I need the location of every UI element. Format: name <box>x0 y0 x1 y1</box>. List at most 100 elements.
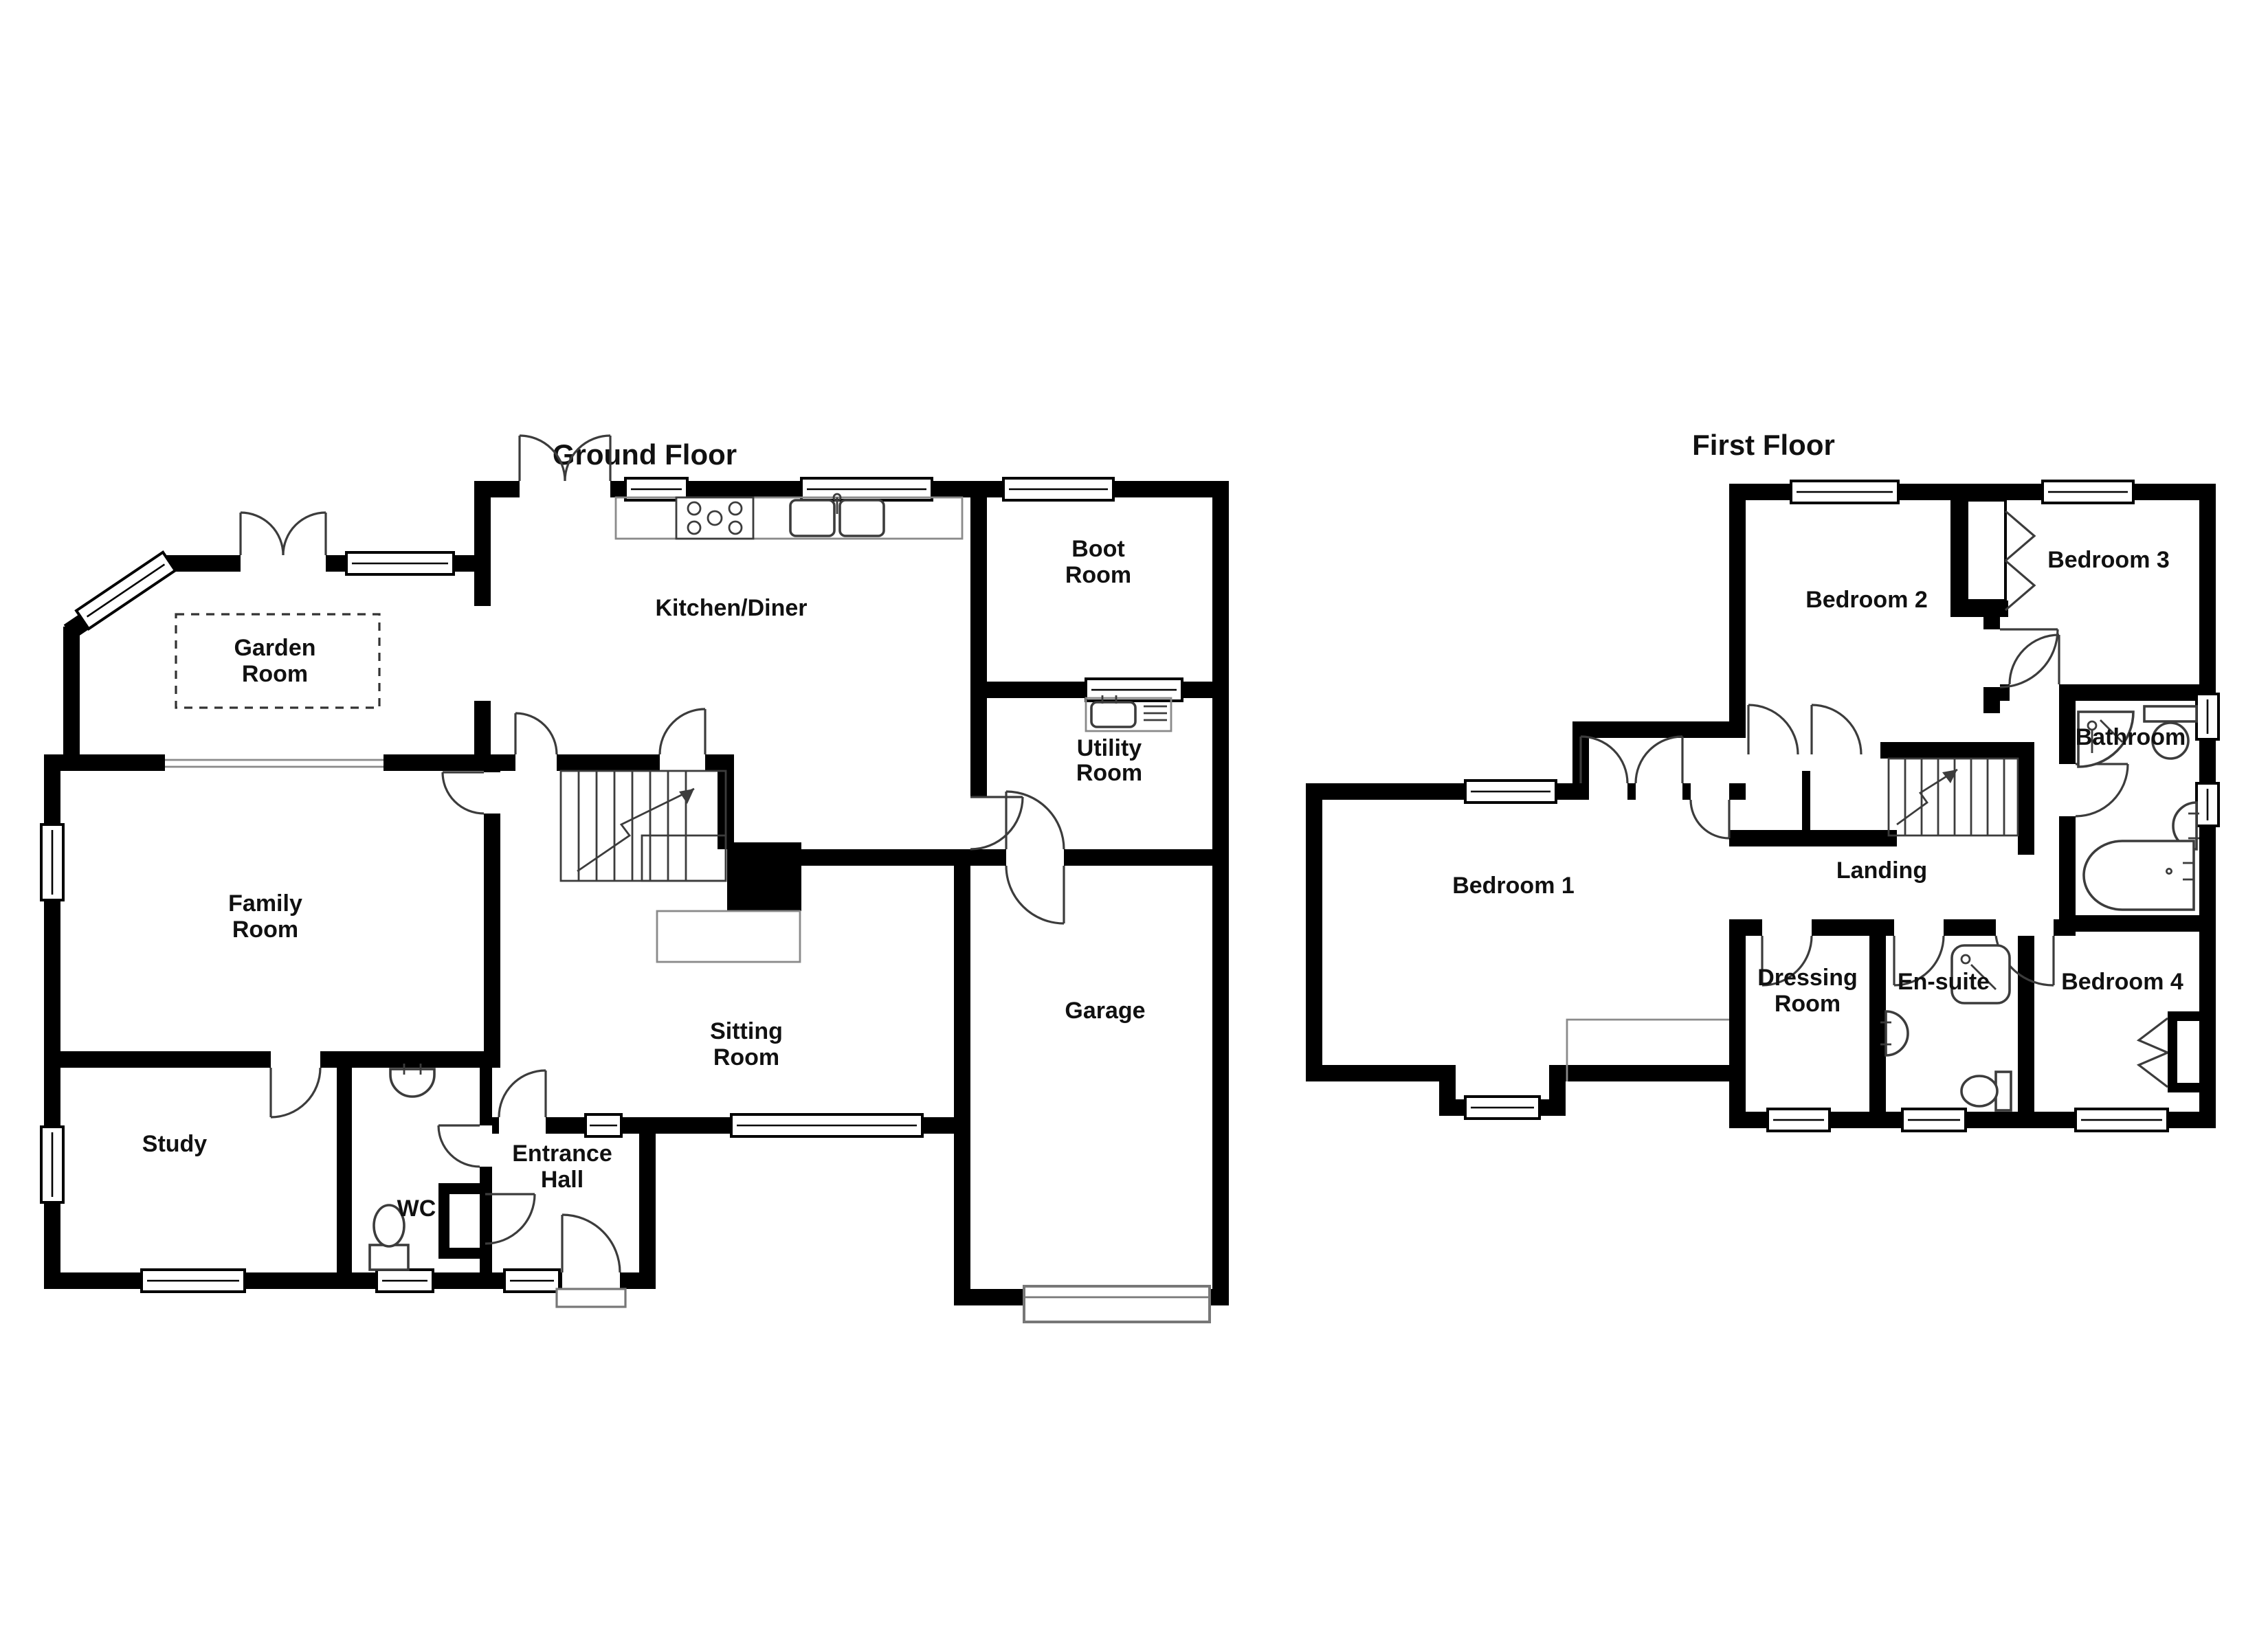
basin-icon <box>389 1064 436 1098</box>
window-icon <box>2041 480 2135 504</box>
garden-room-dashed-outline <box>175 613 381 709</box>
door-icon <box>658 708 707 755</box>
ground-floor-plan: Ground Floor <box>40 434 1229 1323</box>
ground-floor-doors <box>239 434 1065 1273</box>
room-label-landing: Landing <box>1836 857 1927 884</box>
shower-icon <box>1950 944 2011 1005</box>
door-icon <box>1761 935 1813 987</box>
room-label-en-suite: En-suite <box>1898 969 1990 995</box>
window-icon <box>2195 693 2220 741</box>
closet-door-icon <box>2136 1017 2168 1088</box>
cupboard <box>1966 499 2007 602</box>
bath-icon <box>2082 840 2195 911</box>
first-floor-labels: Bedroom 2 Bedroom 3 Bathroom Bedroom 1 L… <box>1452 547 2186 1017</box>
ceiling-line <box>1566 1018 1729 1081</box>
bifold-door-icon <box>2004 510 2036 612</box>
first-floor-plan: First Floor <box>1306 429 2220 1132</box>
front-door-sill <box>555 1288 627 1308</box>
double-door-icon <box>239 511 327 556</box>
first-floor-walls <box>1306 484 2216 1128</box>
front-door-icon <box>561 1213 621 1273</box>
room-label-utility-room-2: Room <box>1076 760 1142 786</box>
stairs-icon <box>1887 757 2019 837</box>
room-label-boot-room-2: Room <box>1065 562 1131 588</box>
door-icon <box>437 1124 480 1168</box>
door-icon <box>970 796 1024 851</box>
bay-window-icon <box>1464 1095 1541 1120</box>
ground-floor-walls <box>44 481 1229 1305</box>
door-icon <box>269 1067 322 1119</box>
stairs-icon <box>559 770 727 882</box>
room-label-bathroom: Bathroom <box>2076 724 2186 750</box>
room-label-bedroom-3: Bedroom 3 <box>2047 547 2170 573</box>
window-icon <box>1464 779 1557 804</box>
door-icon <box>1005 790 1065 925</box>
door-icon <box>2008 633 2060 685</box>
first-floor-doors <box>1579 510 2168 1088</box>
window-icon <box>1002 477 1115 502</box>
window-icon <box>1901 1108 1967 1132</box>
room-label-garden-room: Garden <box>234 635 315 661</box>
window-icon <box>2195 782 2220 827</box>
hob-icon <box>675 496 755 540</box>
ground-floor-labels: Garden Room Kitchen/Diner Boot Room Util… <box>142 536 1146 1222</box>
window-icon <box>2074 1108 2169 1132</box>
door-icon <box>441 771 485 815</box>
garage-door-icon <box>1023 1285 1211 1323</box>
hearth <box>656 910 801 963</box>
kitchen-counter <box>614 496 964 540</box>
window-icon <box>730 1113 924 1138</box>
window-icon <box>40 1125 65 1204</box>
room-label-entrance-hall-2: Hall <box>541 1167 583 1193</box>
window-icon <box>584 1113 623 1138</box>
room-label-bedroom-2: Bedroom 2 <box>1805 587 1928 613</box>
wardrobe-door-icon <box>1634 735 1684 784</box>
first-floor-fixtures <box>1566 705 2199 1112</box>
window-icon <box>345 551 455 576</box>
room-label-study: Study <box>142 1131 208 1157</box>
door-icon <box>1999 628 2059 688</box>
window-icon <box>375 1268 434 1293</box>
wardrobe-door-icon <box>1579 735 1629 784</box>
room-label-sitting-room-2: Room <box>713 1044 779 1070</box>
shower-icon <box>2077 710 2135 768</box>
ground-floor-windows <box>40 477 1211 1323</box>
room-label-dressing-room-2: Room <box>1775 991 1841 1017</box>
room-label-dressing-room: Dressing <box>1757 965 1858 991</box>
room-label-family-room: Family <box>228 890 302 917</box>
kitchen-sink-icon <box>789 493 885 537</box>
room-label-family-room-2: Room <box>232 917 298 943</box>
door-icon <box>514 712 558 755</box>
door-icon <box>485 1193 536 1245</box>
double-door-icon <box>518 434 612 482</box>
window-icon <box>1790 480 1900 504</box>
window-icon <box>74 550 177 631</box>
closet-door-icon <box>1747 704 1799 755</box>
closet-door-icon <box>1810 704 1863 755</box>
window-icon <box>140 1268 246 1293</box>
room-label-bedroom-4: Bedroom 4 <box>2061 969 2183 995</box>
chimney-breast <box>727 842 801 911</box>
basin-icon <box>1880 1010 1909 1057</box>
door-icon <box>2075 763 2129 818</box>
ground-floor-title: Ground Floor <box>553 438 737 471</box>
first-floor-title: First Floor <box>1692 429 1835 461</box>
utility-sink-icon <box>1085 695 1172 732</box>
room-label-entrance-hall: Entrance <box>512 1141 612 1167</box>
room-label-utility-room: Utility <box>1077 735 1142 761</box>
toilet-icon <box>1960 1070 2012 1112</box>
window-icon <box>1766 1108 1831 1132</box>
room-label-sitting-room: Sitting <box>710 1018 783 1044</box>
toilet-icon <box>2143 705 2198 760</box>
room-label-kitchen-diner: Kitchen/Diner <box>655 595 807 621</box>
room-label-boot-room: Boot <box>1071 536 1124 562</box>
toilet-icon <box>368 1204 410 1271</box>
ground-floor-fixtures <box>175 493 1172 1271</box>
door-icon <box>498 1069 547 1118</box>
window-icon <box>503 1268 561 1293</box>
room-label-garage: Garage <box>1065 998 1145 1024</box>
door-icon <box>1689 799 1731 840</box>
door-icon <box>1893 935 1945 987</box>
